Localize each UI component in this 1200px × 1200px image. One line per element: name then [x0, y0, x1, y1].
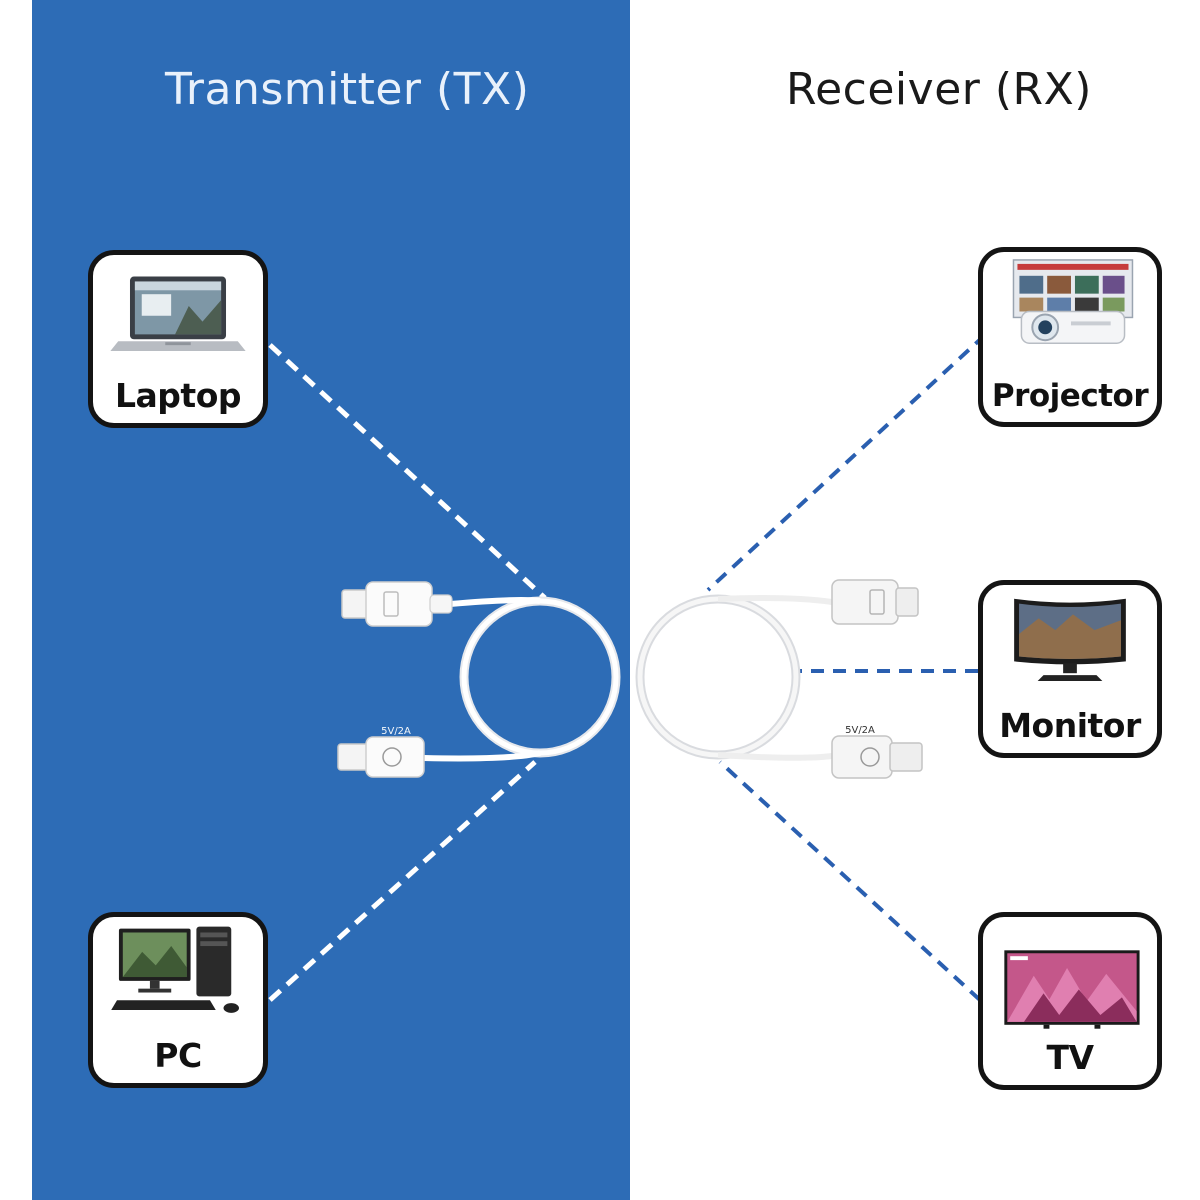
projector-card: Projector: [978, 247, 1162, 427]
projector-connection-line: [706, 333, 987, 592]
transmitter-title: Transmitter (TX): [165, 64, 530, 115]
tv-label: TV: [1046, 1038, 1094, 1077]
monitor-label: Monitor: [999, 706, 1141, 745]
laptop-connection-line: [268, 343, 547, 600]
rx-displayport-plug: [831, 579, 919, 625]
tx-displayport-plug: [341, 581, 453, 627]
monitor-card: Monitor: [978, 580, 1162, 758]
pc-card: PC: [88, 912, 268, 1088]
tx-adapter-cable: [423, 596, 621, 762]
receiver-title: Receiver (RX): [786, 64, 1092, 115]
laptop-label: Laptop: [115, 376, 242, 415]
desktop-pc-icon: [111, 926, 239, 1013]
tv-icon: [1004, 950, 1140, 1029]
projector-label: Projector: [991, 378, 1149, 414]
rx-usb-power-plug: 5V/2A: [831, 725, 923, 779]
laptop-icon: [110, 276, 246, 352]
laptop-card: Laptop: [88, 250, 268, 428]
pc-connection-line: [268, 760, 537, 1002]
pc-label: PC: [154, 1036, 202, 1075]
tx-power-rating: 5V/2A: [381, 726, 411, 737]
rx-adapter-cable: [635, 594, 833, 761]
monitor-icon: [1014, 598, 1126, 682]
projector-icon: [1012, 259, 1134, 344]
tv-card: TV: [978, 912, 1162, 1090]
tx-usb-power-plug: 5V/2A: [337, 726, 425, 778]
rx-power-rating: 5V/2A: [845, 725, 875, 736]
tv-connection-line: [718, 760, 982, 1002]
